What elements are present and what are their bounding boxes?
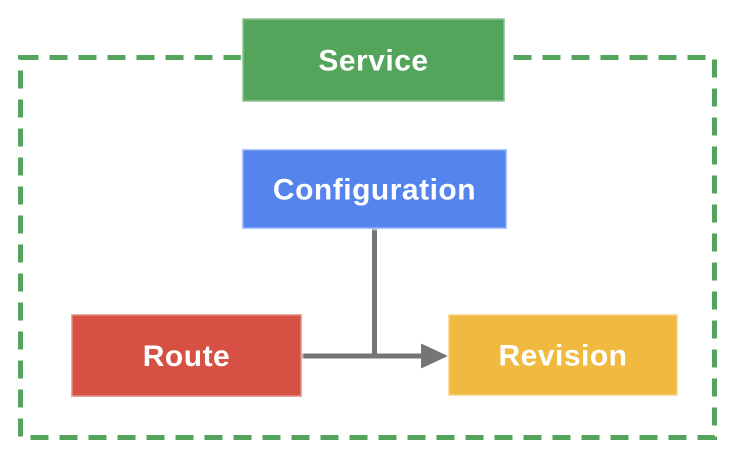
service-node: Service: [240, 16, 507, 104]
arrowhead-icon: [421, 343, 448, 369]
route-box: [69, 312, 304, 399]
service-label: Service: [318, 45, 428, 78]
configuration-box: [240, 147, 509, 231]
revision-node: Revision: [446, 312, 680, 398]
boundary-dashed-border: [18, 55, 717, 440]
revision-box: [446, 312, 680, 398]
route-label: Route: [143, 340, 231, 373]
configuration-label: Configuration: [273, 174, 476, 207]
revision-label: Revision: [498, 340, 627, 373]
route-node: Route: [69, 312, 304, 399]
service-box: [240, 16, 507, 104]
configuration-node: Configuration: [240, 147, 509, 231]
